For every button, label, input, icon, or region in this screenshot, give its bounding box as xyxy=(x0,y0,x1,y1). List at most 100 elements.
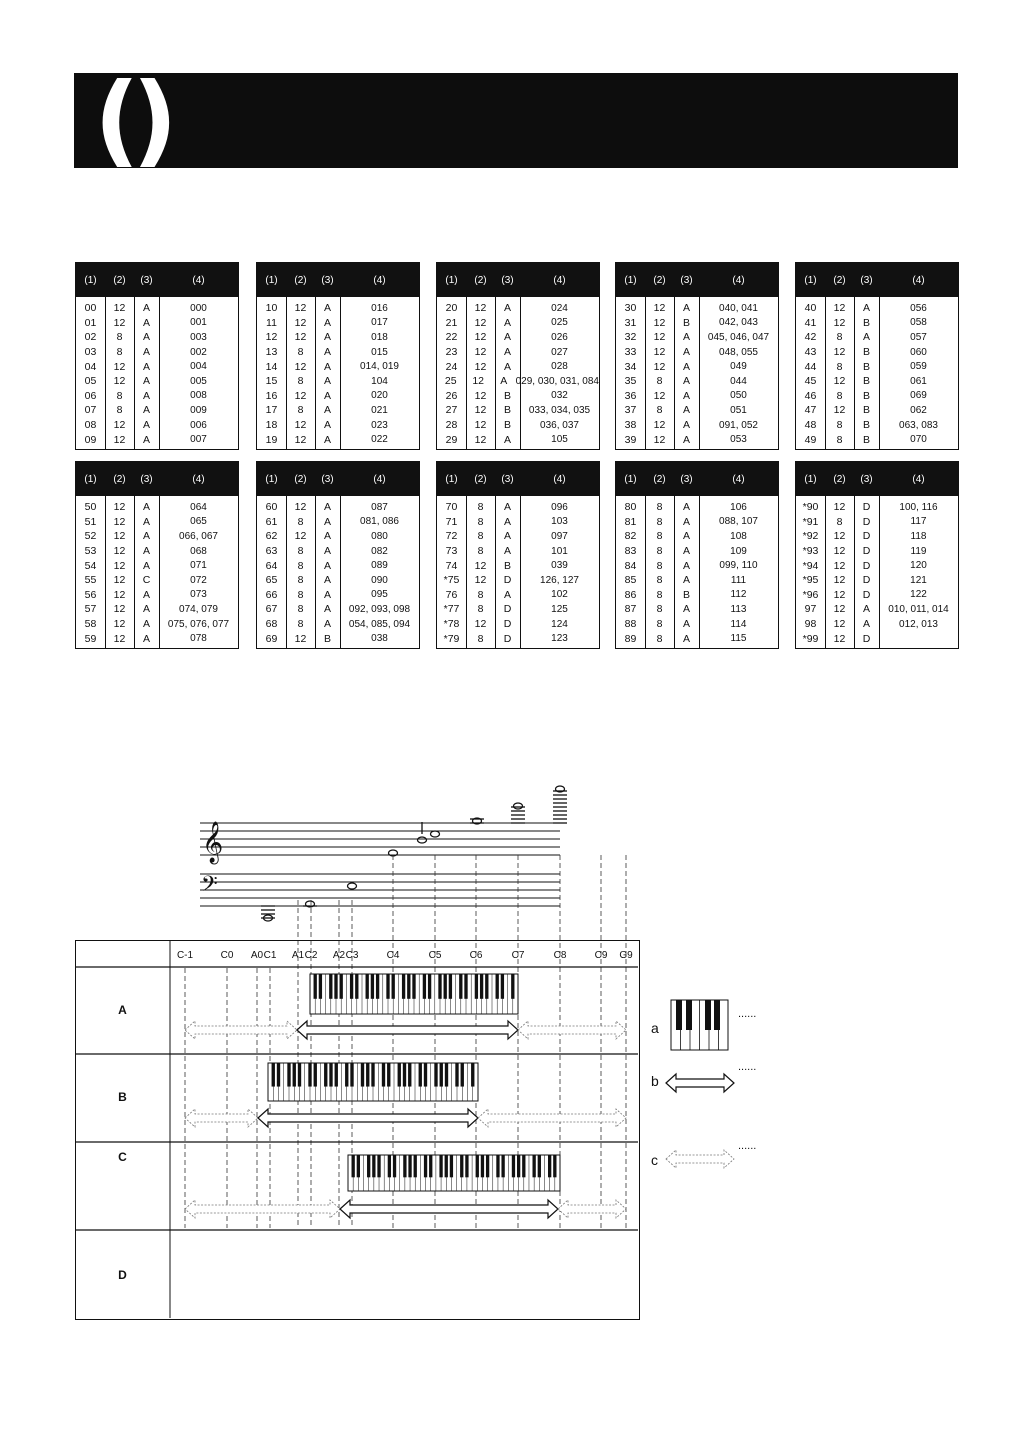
table-cell: 58 xyxy=(84,618,97,631)
table-cell: 121 xyxy=(910,574,927,586)
table-cell: 032 xyxy=(551,390,568,402)
black-key xyxy=(381,1063,386,1087)
column-divider xyxy=(340,297,341,449)
table-cell: 118 xyxy=(910,530,927,542)
table-cell: 12 xyxy=(474,302,487,315)
table-cell: A xyxy=(682,419,690,432)
table-cell: 089 xyxy=(371,560,388,572)
table-cell: 12 xyxy=(474,419,487,432)
black-key xyxy=(500,974,505,999)
black-key xyxy=(365,974,369,999)
table-cell: A xyxy=(682,346,690,359)
table-cell: 12 xyxy=(474,389,487,402)
table-cell: 60 xyxy=(265,501,278,514)
table-cell: 97 xyxy=(804,603,817,616)
legend-dotted-arrow xyxy=(665,1149,735,1169)
table-cell: 28 xyxy=(445,419,458,432)
note-head xyxy=(554,785,566,793)
table-cell: A xyxy=(682,618,690,631)
table-header-cell: (3) xyxy=(501,274,514,286)
table-cell: 35 xyxy=(624,375,637,388)
column-divider xyxy=(879,496,880,648)
table-cell: 12 xyxy=(113,433,126,446)
table-cell: 8 xyxy=(297,588,304,601)
table-cell: 068 xyxy=(190,545,207,557)
black-key xyxy=(276,1063,281,1087)
table-cell: 006 xyxy=(190,419,207,431)
table-cell: 12 xyxy=(833,545,846,558)
note-label: C-1 xyxy=(176,950,194,961)
column-divider xyxy=(286,297,287,449)
table-cell: 12 xyxy=(833,559,846,572)
table-cell: 12 xyxy=(833,375,846,388)
table-header-cell: (4) xyxy=(192,274,205,286)
table-header-cell: (2) xyxy=(113,473,126,485)
table-cell: 68 xyxy=(265,618,278,631)
black-key xyxy=(402,1063,407,1087)
table-header-cell: (2) xyxy=(113,274,126,286)
table-cell: 8 xyxy=(297,603,304,616)
table-cell: 89 xyxy=(624,632,637,645)
black-key xyxy=(464,974,468,999)
table-cell: 003 xyxy=(190,331,207,343)
table-cell: 09 xyxy=(84,433,97,446)
black-key xyxy=(449,1155,454,1178)
table-header: (1)(2)(3)(4) xyxy=(76,263,238,297)
table-cell: 31 xyxy=(624,316,637,329)
table-header-cell: (2) xyxy=(653,473,666,485)
bass-clef-icon: 𝄢 xyxy=(201,872,218,902)
table-cell: 51 xyxy=(84,515,97,528)
black-key xyxy=(355,974,359,999)
black-key xyxy=(324,1063,328,1087)
table-cell: 125 xyxy=(551,603,568,615)
column-divider xyxy=(466,496,467,648)
table-cell: A xyxy=(142,331,150,344)
table-cell: 104 xyxy=(371,375,388,387)
table-cell: 23 xyxy=(445,346,458,359)
table-cell: A xyxy=(142,603,150,616)
table-cell: A xyxy=(142,618,150,631)
table-cell: 12 xyxy=(113,574,126,587)
table-cell: A xyxy=(682,603,690,616)
table-cell: 84 xyxy=(624,559,637,572)
table-cell: 005 xyxy=(190,375,207,387)
legend-letter: c xyxy=(651,1152,658,1168)
table-cell: 103 xyxy=(551,516,568,528)
table-cell: 52 xyxy=(84,530,97,543)
table-cell: B xyxy=(862,316,870,329)
black-key xyxy=(349,974,354,999)
table-cell: 004 xyxy=(190,361,207,373)
table-cell: A xyxy=(503,501,511,514)
header-paren-left: ( xyxy=(94,61,140,178)
table-cell: 027 xyxy=(551,346,568,358)
table-cell: 12 xyxy=(113,515,126,528)
table-cell: A xyxy=(323,545,331,558)
column-divider xyxy=(674,496,675,648)
table-cell: 06 xyxy=(84,389,97,402)
legend-letter: a xyxy=(651,1020,659,1036)
black-key xyxy=(705,1000,711,1030)
table-cell: 98 xyxy=(804,618,817,631)
table-cell: 062 xyxy=(910,404,927,416)
table-cell: 8 xyxy=(116,389,123,402)
table-cell: 091, 052 xyxy=(719,419,758,431)
table-cell: A xyxy=(682,375,690,388)
black-key xyxy=(313,1063,317,1087)
